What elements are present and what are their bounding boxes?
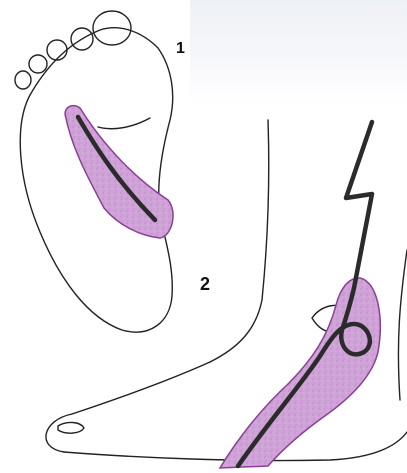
ankle-zone <box>220 278 380 468</box>
sole-figure <box>15 11 173 332</box>
leg-back-line <box>398 250 407 400</box>
arch-crease <box>98 118 150 129</box>
leg-front-line <box>210 120 269 362</box>
little-toe <box>15 71 31 89</box>
figure-label-2: 2 <box>200 274 210 295</box>
fourth-toe <box>29 55 47 73</box>
third-toe <box>47 40 67 60</box>
figure-label-1: 1 <box>176 40 185 58</box>
foot-dorsum-line <box>72 362 210 414</box>
toenail <box>58 422 84 433</box>
